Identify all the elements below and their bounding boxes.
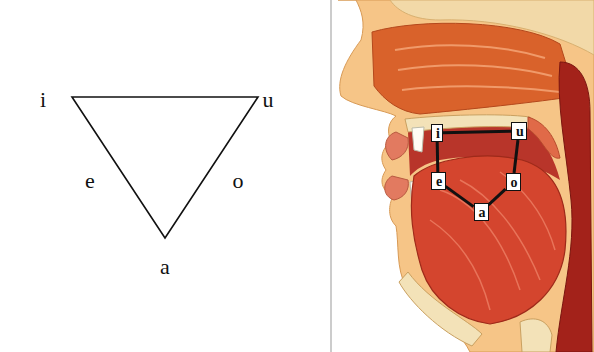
vowel-label: u [263, 89, 274, 111]
tongue-muscle [430, 172, 555, 310]
vowel-label: o [233, 170, 244, 192]
vowel-box: i [431, 124, 443, 142]
vowel-box: e [431, 172, 446, 190]
nasal-cavity [372, 23, 576, 114]
upper-tooth [412, 127, 424, 152]
lower-lip [385, 176, 409, 200]
nasal-conchae [395, 45, 560, 92]
tongue-position-line [446, 186, 474, 206]
vowel-letter: u [516, 125, 524, 139]
vowel-label: e [85, 170, 95, 192]
vowel-box: u [511, 122, 527, 140]
vowel-box: o [506, 173, 521, 191]
vowel-label: i [40, 89, 46, 111]
vowel-letter: a [479, 206, 486, 220]
head-skin [338, 0, 594, 352]
vowel-letter: i [436, 127, 440, 141]
tongue-position-line [514, 140, 518, 173]
vowel-triangle [72, 97, 258, 238]
larynx [520, 319, 552, 352]
vowel-box: a [474, 203, 489, 221]
jaw-bone [399, 272, 482, 346]
tongue-position-line [436, 142, 440, 172]
vowel-letter: e [436, 175, 443, 189]
tongue-position-line [443, 131, 511, 133]
upper-lip [386, 132, 409, 160]
vowel-letter: o [511, 176, 518, 190]
panel-divider [330, 0, 332, 352]
tongue-position-line [489, 189, 506, 205]
vowel-label: a [160, 256, 170, 278]
soft-palate [528, 117, 560, 158]
